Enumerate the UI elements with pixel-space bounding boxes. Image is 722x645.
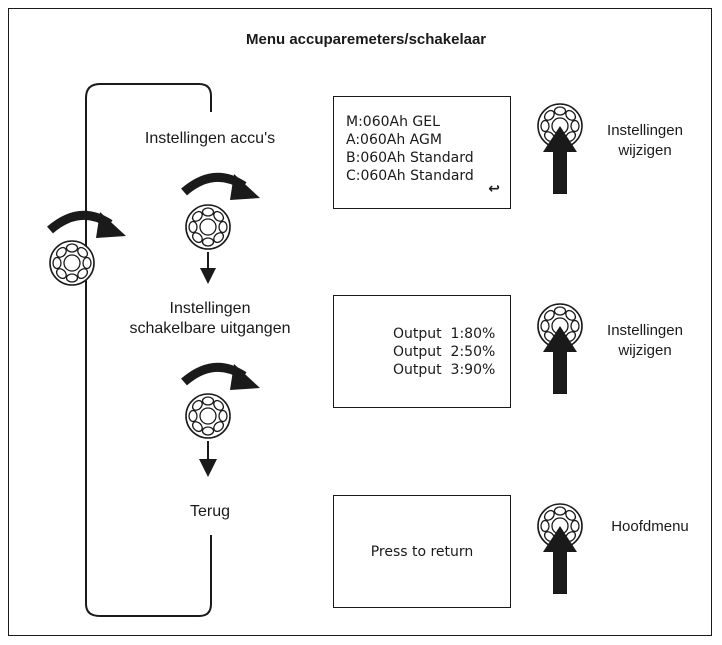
step-label-line: Terug xyxy=(189,503,231,520)
step-label-line: Instellingen xyxy=(169,300,251,317)
rotate-arrow-icon xyxy=(50,212,126,238)
side-label-change-settings: Instellingen wijzigen xyxy=(595,121,695,161)
diagram-title: Menu accuparemeters/schakelaar xyxy=(246,31,487,48)
down-arrow-icon xyxy=(199,441,217,477)
step-label-output-settings: Instellingen schakelbare uitgangen xyxy=(110,299,310,339)
diagram-frame xyxy=(8,8,712,636)
lcd-line: Press to return xyxy=(370,544,474,560)
side-label-line: Instellingen xyxy=(607,322,683,339)
lcd-line: Output 1:80% xyxy=(393,326,496,342)
lcd-line: A:060Ah AGM xyxy=(346,132,442,148)
step-label-line: Instellingen accu's xyxy=(144,130,276,147)
side-label-main-menu: Hoofdmenu xyxy=(600,517,700,537)
down-arrow-icon xyxy=(200,252,216,284)
side-label-line: wijzigen xyxy=(618,342,672,359)
rotary-knob-icon xyxy=(185,204,231,250)
lcd-line: Output 2:50% xyxy=(393,344,496,360)
rotate-arrow-icon xyxy=(184,174,260,200)
lcd-line: Output 3:90% xyxy=(393,362,496,378)
side-label-line: wijzigen xyxy=(618,142,672,159)
lcd-line: B:060Ah Standard xyxy=(346,150,474,166)
rotate-arrow-icon xyxy=(184,364,260,390)
lcd-screen-battery: M:060Ah GEL A:060Ah AGM B:060Ah Standard… xyxy=(333,96,511,209)
return-icon: ↩ xyxy=(488,181,500,197)
lcd-screen-outputs: Output 1:80% Output 2:50% Output 3:90% xyxy=(333,295,511,408)
side-label-line: Instellingen xyxy=(607,122,683,139)
rotary-knob-icon xyxy=(49,240,95,286)
rotary-knob-icon xyxy=(185,393,231,439)
side-label-line: Hoofdmenu xyxy=(611,518,689,535)
lcd-line: M:060Ah GEL xyxy=(346,114,440,130)
lcd-line: C:060Ah Standard xyxy=(346,168,474,184)
lcd-screen-return: Press to return xyxy=(333,495,511,608)
side-label-change-settings: Instellingen wijzigen xyxy=(595,321,695,361)
menu-loop-bracket xyxy=(85,83,212,617)
step-label-back: Terug xyxy=(160,502,260,522)
step-label-line: schakelbare uitgangen xyxy=(129,320,291,337)
step-label-battery-settings: Instellingen accu's xyxy=(120,129,300,149)
